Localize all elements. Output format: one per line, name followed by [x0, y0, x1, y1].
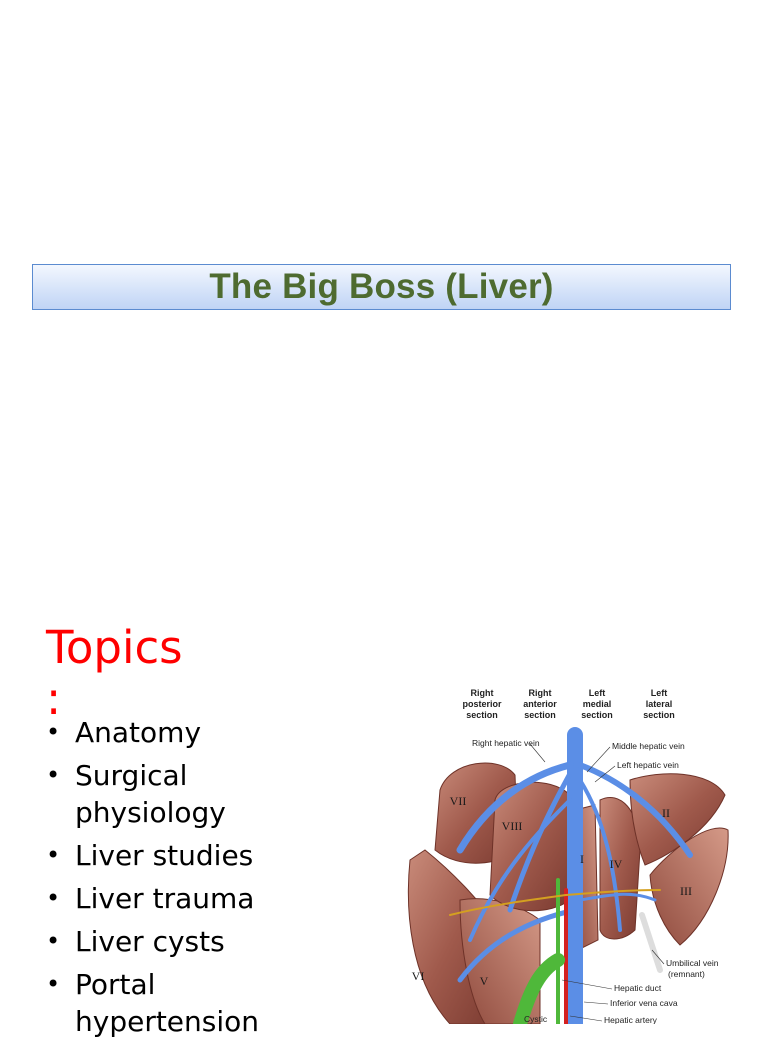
- list-item-text: Liver trauma: [75, 882, 255, 915]
- segment-label: I: [580, 852, 584, 866]
- segment-label: VI: [412, 969, 425, 983]
- topics-heading: Topics: [46, 621, 183, 674]
- svg-text:Hepatic duct: Hepatic duct: [614, 983, 662, 993]
- svg-text:Right: Right: [529, 688, 552, 698]
- liver-anatomy-svg: Right posterior section Right anterior s…: [407, 688, 729, 1024]
- svg-text:medial: medial: [583, 699, 612, 709]
- topics-list: • Anatomy • Surgical physiology • Liver stud…: [46, 714, 376, 1046]
- svg-text:section: section: [581, 710, 613, 720]
- svg-text:Right: Right: [471, 688, 494, 698]
- svg-text:Middle hepatic vein: Middle hepatic vein: [612, 741, 685, 751]
- topics-colon: :: [46, 672, 62, 725]
- svg-text:Inferior vena cava: Inferior vena cava: [610, 998, 678, 1008]
- umbilical-vein-remnant: [639, 912, 663, 973]
- list-item: • Anatomy: [46, 714, 376, 751]
- bullet-icon: •: [46, 927, 61, 955]
- list-item-text: Liver studies: [75, 839, 254, 872]
- list-item-text: Liver cysts: [75, 925, 225, 958]
- list-item-text: Portal: [75, 968, 156, 1001]
- slide-title: The Big Boss (Liver): [209, 267, 554, 306]
- callout-cystic: Cystic: [524, 1014, 548, 1024]
- list-item: • Liver trauma: [46, 880, 376, 917]
- bullet-icon: •: [46, 970, 61, 998]
- svg-text:Left: Left: [589, 688, 606, 698]
- list-item: • Portal hypertension: [46, 966, 376, 1040]
- section-header-right-posterior: Right posterior section: [462, 688, 502, 720]
- list-item-text: Surgical: [75, 759, 188, 792]
- portal-triad: [449, 878, 661, 1024]
- callout-hepatic-duct: Hepatic duct: [561, 979, 662, 993]
- svg-text:posterior: posterior: [462, 699, 502, 709]
- svg-text:section: section: [524, 710, 556, 720]
- svg-text:Left hepatic vein: Left hepatic vein: [617, 760, 679, 770]
- segment-label: IV: [610, 857, 623, 871]
- svg-text:Right hepatic vein: Right hepatic vein: [472, 738, 540, 748]
- callout-middle-hepatic-vein: Middle hepatic vein: [586, 741, 685, 773]
- list-item: • Surgical physiology: [46, 757, 376, 831]
- svg-text:(remnant): (remnant): [668, 969, 705, 979]
- segment-label: V: [480, 974, 489, 988]
- section-header-right-anterior: Right anterior section: [523, 688, 557, 720]
- section-header-left-medial: Left medial section: [581, 688, 613, 720]
- segment-label: VIII: [502, 819, 523, 833]
- svg-text:lateral: lateral: [646, 699, 673, 709]
- callout-umbilical-vein: Umbilical vein (remnant): [651, 949, 719, 979]
- list-item-text: Anatomy: [75, 716, 202, 749]
- callout-inferior-vena-cava: Inferior vena cava: [583, 998, 678, 1008]
- bullet-icon: •: [46, 761, 61, 789]
- svg-text:anterior: anterior: [523, 699, 557, 709]
- liver-anatomy-figure: Right posterior section Right anterior s…: [390, 680, 768, 1024]
- svg-text:Hepatic artery: Hepatic artery: [604, 1015, 658, 1024]
- hepatic-veins: [456, 727, 693, 1024]
- svg-text:Umbilical vein: Umbilical vein: [666, 958, 719, 968]
- list-item: • Liver studies: [46, 837, 376, 874]
- callout-left-hepatic-vein: Left hepatic vein: [594, 760, 679, 783]
- segment-label: III: [680, 884, 692, 898]
- list-item-text: hypertension: [75, 1005, 260, 1038]
- list-item-text: physiology: [75, 796, 226, 829]
- svg-text:section: section: [643, 710, 675, 720]
- section-header-left-lateral: Left lateral section: [643, 688, 675, 720]
- bullet-icon: •: [46, 718, 61, 746]
- segment-label: II: [662, 806, 670, 820]
- callout-right-hepatic-vein: Right hepatic vein: [472, 738, 546, 763]
- svg-text:Cystic: Cystic: [524, 1014, 548, 1024]
- slide-title-box: The Big Boss (Liver): [32, 264, 731, 310]
- segment-label: VII: [450, 794, 467, 808]
- svg-text:Left: Left: [651, 688, 668, 698]
- bullet-icon: •: [46, 884, 61, 912]
- callout-hepatic-artery: Hepatic artery: [569, 1015, 658, 1024]
- bullet-icon: •: [46, 841, 61, 869]
- list-item: • Liver cysts: [46, 923, 376, 960]
- svg-text:section: section: [466, 710, 498, 720]
